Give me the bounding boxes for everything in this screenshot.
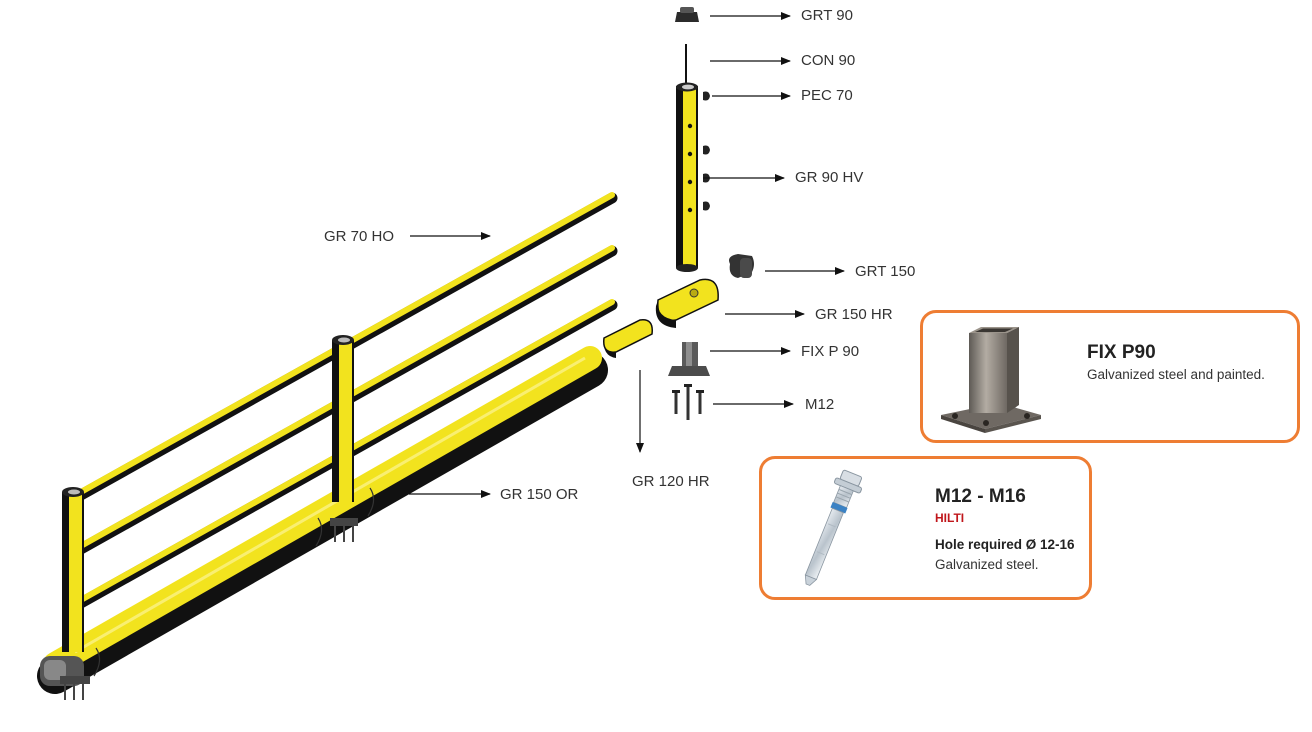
label-grt150: GRT 150 bbox=[855, 263, 916, 280]
callout-m12-m16: M12 - M16 HILTI Hole required Ø 12-16 Ga… bbox=[759, 456, 1092, 600]
label-gr90hv: GR 90 HV bbox=[795, 169, 864, 186]
bottom-rail-gr150or bbox=[37, 346, 608, 694]
fix-p90-title: FIX P90 bbox=[1087, 342, 1156, 363]
callout-fix-p90: FIX P90 Galvanized steel and painted. bbox=[920, 310, 1300, 443]
label-gr150or: GR 150 OR bbox=[500, 486, 579, 503]
part-gr150hr bbox=[655, 278, 719, 328]
fix-p90-image bbox=[941, 327, 1041, 433]
fix-p90-desc: Galvanized steel and painted. bbox=[1087, 367, 1265, 382]
part-fixp90 bbox=[668, 342, 710, 376]
anchor-bolt-image bbox=[804, 469, 863, 586]
post-middle bbox=[332, 335, 354, 502]
label-gr120hr: GR 120 HR bbox=[632, 473, 710, 490]
anchor-title: M12 - M16 bbox=[935, 486, 1026, 507]
part-m12-bolts bbox=[672, 384, 704, 420]
label-grt90: GRT 90 bbox=[801, 7, 853, 24]
anchor-brand: HILTI bbox=[935, 511, 965, 525]
part-pec70-clips bbox=[703, 91, 710, 211]
leader-arrows bbox=[409, 12, 845, 498]
label-gr150hr: GR 150 HR bbox=[815, 306, 893, 323]
anchor-desc: Galvanized steel. bbox=[935, 557, 1039, 572]
label-con90: CON 90 bbox=[801, 52, 856, 69]
part-gr120hr bbox=[603, 319, 653, 358]
main-barrier-assembly bbox=[37, 192, 618, 700]
label-fixp90: FIX P 90 bbox=[801, 343, 860, 360]
label-m12: M12 bbox=[805, 396, 835, 413]
part-grt150 bbox=[729, 254, 754, 278]
label-gr70ho: GR 70 HO bbox=[324, 228, 395, 245]
label-pec70: PEC 70 bbox=[801, 87, 853, 104]
part-gr90hv-post bbox=[676, 82, 698, 272]
post-left bbox=[62, 487, 84, 652]
part-grt90 bbox=[675, 7, 699, 22]
base-fixings bbox=[60, 518, 358, 700]
anchor-hole-spec: Hole required Ø 12-16 bbox=[935, 537, 1075, 552]
